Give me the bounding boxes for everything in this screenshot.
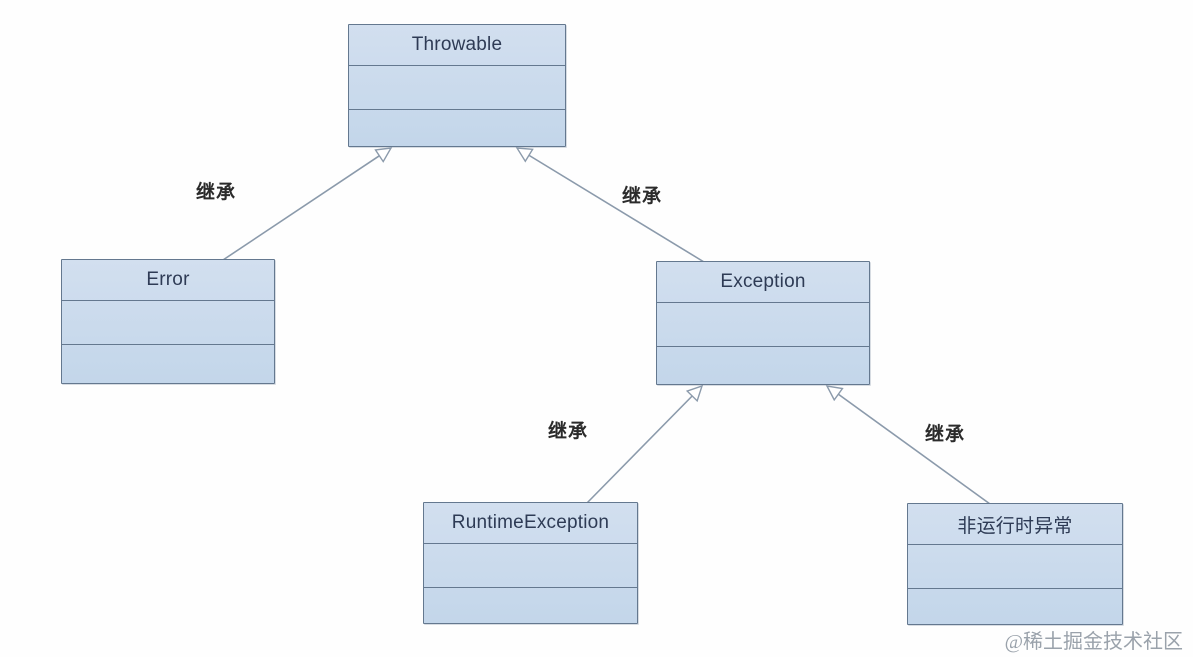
attributes-compartment: [424, 543, 637, 587]
edge-label-inherit: 继承: [196, 182, 237, 203]
class-name: RuntimeException: [451, 512, 610, 533]
edge-label-inherit: 继承: [925, 424, 966, 445]
edge-label-inherit: 继承: [548, 421, 589, 442]
inheritance-arrow-runtimeexception-to-exception: [586, 386, 702, 504]
edge-label-inherit: 继承: [622, 186, 663, 207]
inheritance-arrow-exception-to-throwable: [517, 148, 705, 263]
operations-compartment: [908, 588, 1122, 624]
class-box-exception: Exception: [656, 261, 870, 385]
inheritance-arrow-nonruntime-to-exception: [827, 386, 991, 505]
class-name: Throwable: [411, 34, 503, 55]
class-box-non-runtime-exception: 非运行时异常: [907, 503, 1123, 625]
attributes-compartment: [349, 65, 565, 109]
class-name: Exception: [720, 271, 806, 292]
class-name: Error: [146, 269, 190, 290]
attributes-compartment: [657, 302, 869, 346]
class-box-runtimeexception: RuntimeException: [423, 502, 638, 624]
operations-compartment: [657, 346, 869, 384]
watermark: @稀土掘金技术社区: [1004, 631, 1183, 653]
class-box-throwable: Throwable: [348, 24, 566, 147]
operations-compartment: [349, 109, 565, 146]
class-name: 非运行时异常: [957, 515, 1073, 537]
attributes-compartment: [62, 300, 274, 344]
class-box-error: Error: [61, 259, 275, 384]
operations-compartment: [424, 587, 637, 623]
operations-compartment: [62, 344, 274, 383]
attributes-compartment: [908, 544, 1122, 588]
inheritance-arrow-error-to-throwable: [222, 148, 391, 261]
